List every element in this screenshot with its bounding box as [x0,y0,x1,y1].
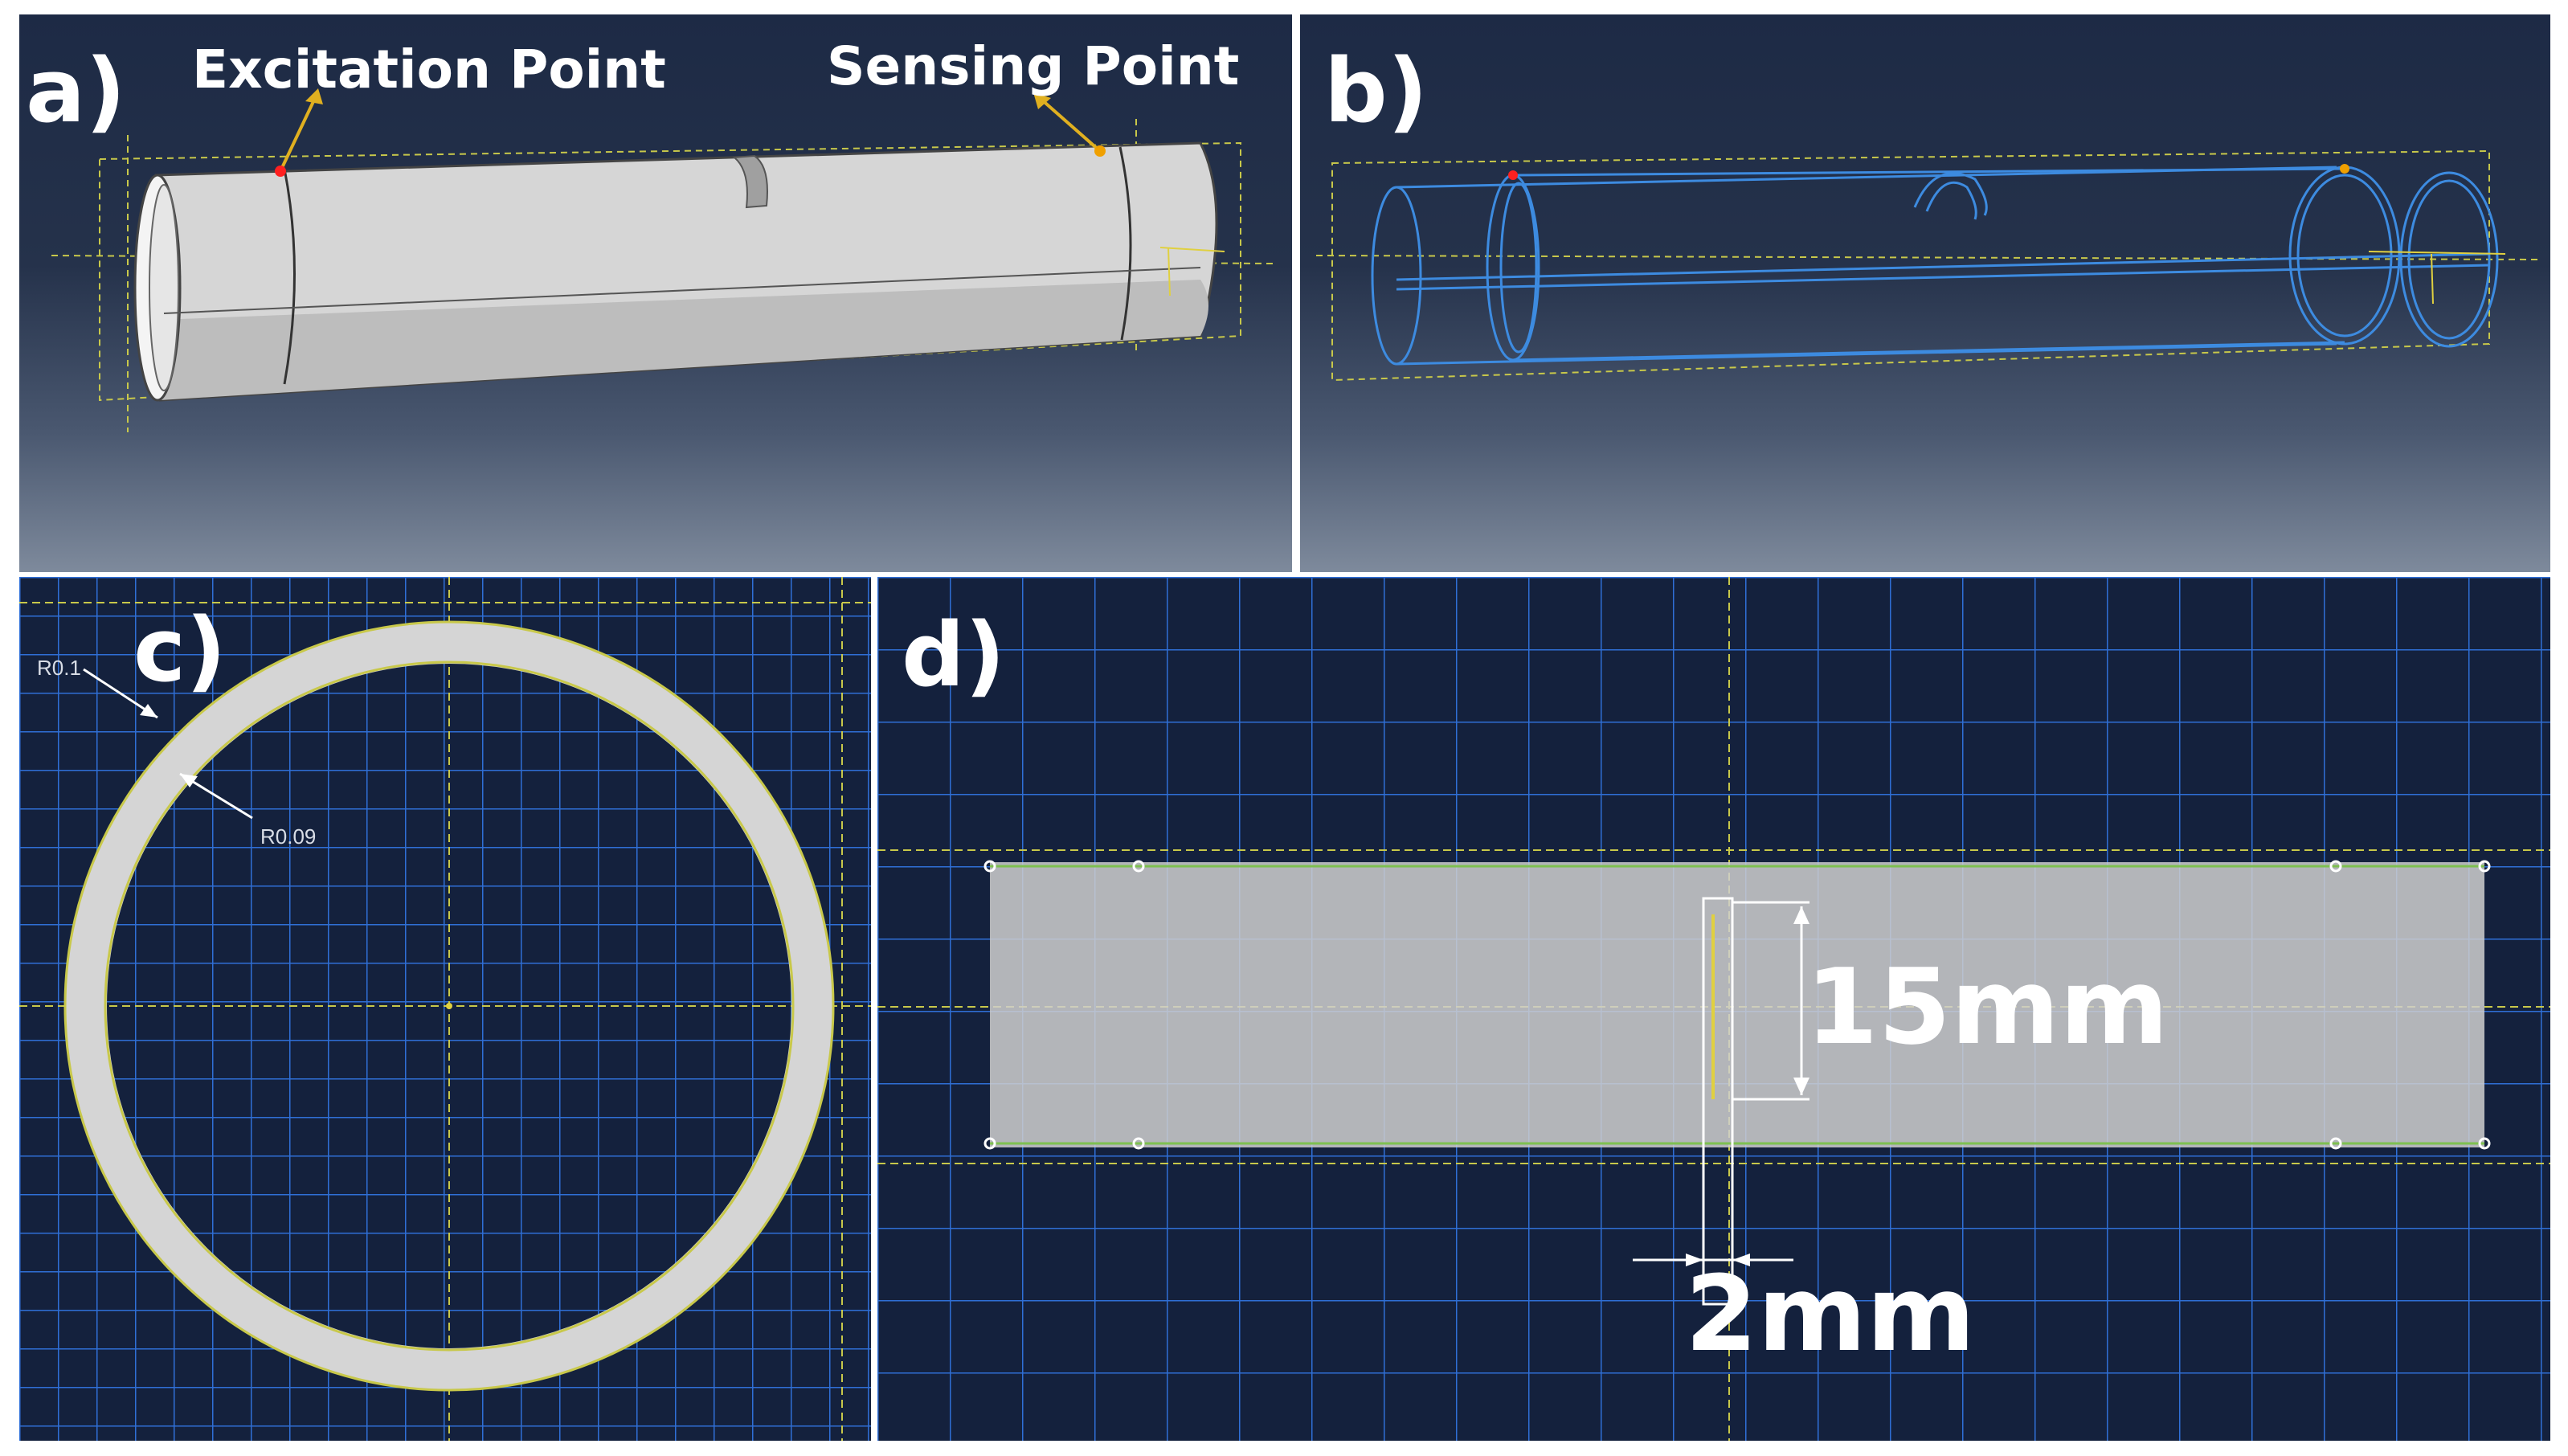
slot-length-label: 15mm [1805,946,2169,1068]
panel-c-cross-section: c) R0.1 R0.09 [19,577,871,1441]
slot-width-label: 2mm [1685,1253,1976,1375]
pipe-solid-model [51,88,1274,432]
slot-dimension-sketch [877,577,2550,1441]
panel-b-label: b) [1324,39,1429,142]
panel-d-slot-sketch: d) 15mm 2mm [877,577,2550,1441]
excitation-point-label: Excitation Point [192,39,666,100]
panel-a-solid-pipe-view: a) Excitation Point Sensing Point [19,14,1292,572]
cross-section-sketch [19,577,871,1441]
pipe-wireframe-model [1315,149,2538,382]
panel-a-label: a) [26,39,126,142]
panel-d-label: d) [902,603,1006,706]
panel-b-wireframe-view: b) [1300,14,2550,572]
panel-c-label: c) [133,599,227,701]
excitation-point-marker [275,166,286,177]
sensing-point-marker [1094,145,1106,157]
inner-radius-label: R0.09 [260,824,317,849]
sensing-point-label: Sensing Point [827,35,1240,97]
outer-radius-label: R0.1 [37,656,81,680]
